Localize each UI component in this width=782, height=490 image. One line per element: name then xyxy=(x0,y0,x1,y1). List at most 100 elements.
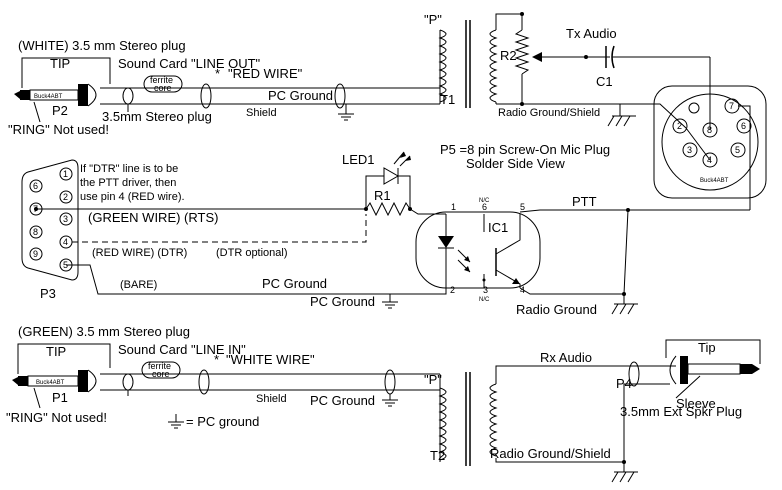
db9-pin-4: 4 xyxy=(63,237,68,247)
top-soundcard-label: Sound Card "LINE OUT" xyxy=(118,56,261,71)
bottom-plug-section: (GREEN) 3.5 mm Stereo plug TIP Sound Car… xyxy=(6,324,440,429)
dtr-note-3: use pin 4 (RED wire). xyxy=(80,191,185,203)
top-shield-ring-3 xyxy=(334,83,346,109)
ic1-collector xyxy=(495,214,521,255)
bare-ground-wire xyxy=(66,264,447,295)
radio-ground-shield-wire-bottom xyxy=(495,458,624,463)
ic1-pin-5: 5 xyxy=(520,202,525,212)
db9-shell xyxy=(21,159,79,281)
top-shield-label: Shield xyxy=(246,107,277,119)
transformer-t2: "P" T2 Rx Audio Radio Ground/Shield P4 T… xyxy=(424,339,761,483)
bottom-plug-title: (GREEN) 3.5 mm Stereo plug xyxy=(18,324,190,339)
mic-pin-1 xyxy=(688,102,700,114)
db9-pc-ground-symbol xyxy=(382,294,398,309)
bottom-stereo-plug: Buck4ABT xyxy=(12,369,97,393)
opto-section: LED1 R1 IC1 1 6 N/C 5 2 3 N/C 4 xyxy=(342,151,750,317)
bottom-plug-tip xyxy=(12,377,18,385)
led1-ray-1 xyxy=(393,151,405,165)
spkr-plug-label: 3.5mm Ext Spkr Plug xyxy=(620,404,742,419)
mic-pin-8 xyxy=(702,122,718,138)
mic-plug-housing xyxy=(653,85,767,199)
t1-primary-coil xyxy=(438,29,447,103)
top-ring-label: "RING" Not used! xyxy=(8,122,109,137)
db9-label: P3 xyxy=(40,286,56,301)
mic-title: P5 =8 pin Screw-On Mic Plug xyxy=(440,142,610,157)
led1-left-lead xyxy=(365,175,384,209)
mic-pin-2 xyxy=(672,118,688,134)
rts-label: (GREEN WIRE) (RTS) xyxy=(88,210,218,225)
top-pc-ground-symbol xyxy=(338,104,354,121)
t1-radio-ground-label: Radio Ground/Shield xyxy=(498,107,600,119)
top-shield-ring-2 xyxy=(200,83,212,109)
legend-pc-ground-symbol xyxy=(168,414,184,429)
ic1-label: IC1 xyxy=(488,220,508,235)
mic-pin-3-label: 3 xyxy=(687,145,692,155)
r1-label: R1 xyxy=(374,188,391,203)
spkr-tip-bracket xyxy=(665,339,761,364)
top-stereo-plug: Buck4ABT xyxy=(14,83,97,107)
mid-radio-ground-symbol xyxy=(611,294,638,315)
mic-pin-4 xyxy=(702,152,718,168)
tx-audio-label: Tx Audio xyxy=(566,26,617,41)
db9-pin-1: 1 xyxy=(63,169,68,179)
top-plug-cap xyxy=(87,83,97,107)
bottom-ring-label: "RING" Not used! xyxy=(6,410,107,425)
bottom-pc-ground-label: PC Ground xyxy=(310,393,375,408)
opto-radio-ground-label: Radio Ground xyxy=(516,302,597,317)
ext-speaker-plug: Tip Sleeve 3.5mm Ext Spkr Plug xyxy=(620,339,761,419)
mic-plug-face xyxy=(661,93,759,191)
ptt-label: PTT xyxy=(572,194,597,209)
bottom-plug-cap xyxy=(87,369,97,393)
mic-pin-3 xyxy=(682,142,698,158)
bottom-radio-ground-symbol xyxy=(611,462,638,483)
r2-label: R2 xyxy=(500,48,517,63)
top-ferrite-label-a: ferrite xyxy=(150,75,173,85)
top-plug-section: (WHITE) 3.5 mm Stereo plug TIP Sound Car… xyxy=(8,38,440,137)
t2-radio-ground-label: Radio Ground/Shield xyxy=(490,446,611,461)
bottom-plug-collar xyxy=(78,370,88,392)
radio-ground-riser xyxy=(623,209,629,295)
mic-wire-2-4 xyxy=(685,127,711,161)
ic1-pin-3: 3 xyxy=(483,285,488,295)
db9-left-pins: 6 7 8 9 xyxy=(29,179,43,261)
t1-secondary-coil xyxy=(489,29,498,103)
mic-brand: Buck4ABT xyxy=(700,178,729,184)
db9-pin-9: 9 xyxy=(33,249,38,259)
bottom-tip-bracket xyxy=(17,343,111,374)
dtr-label: (RED WIRE) (DTR) xyxy=(92,247,187,259)
spkr-sleeve-label: Sleeve xyxy=(676,396,716,411)
spkr-plug-tip xyxy=(752,364,760,374)
bottom-ring-pointer xyxy=(33,387,41,409)
t2-secondary-coil xyxy=(489,383,498,457)
top-plug-collar xyxy=(78,84,88,106)
top-plug-label: P2 xyxy=(52,103,68,118)
rx-audio-wire xyxy=(495,365,676,384)
bottom-ferrite-label-a: ferrite xyxy=(148,361,171,371)
db9-pc-ground-label: PC Ground xyxy=(262,276,327,291)
led1-right-lead xyxy=(398,175,411,209)
db9-right-pins: 1 2 3 4 5 xyxy=(59,167,73,272)
mic-pin-5-label: 5 xyxy=(735,145,740,155)
t1-label: T1 xyxy=(440,92,455,107)
bottom-shield-ring-1 xyxy=(122,373,134,391)
bottom-plug-ring xyxy=(18,376,28,386)
t2-label: T2 xyxy=(430,448,445,463)
bottom-ferrite-core xyxy=(141,361,181,379)
t1-p-label: "P" xyxy=(424,12,442,27)
legend-pc-ground-label: = PC ground xyxy=(186,414,259,429)
ic1-nc-bottom: N/C xyxy=(479,297,490,303)
bottom-soundcard-label: Sound Card "LINE IN" xyxy=(118,342,246,357)
bottom-asterisk: * xyxy=(214,352,219,367)
top-radio-ground-symbol xyxy=(607,104,636,127)
mic-pin-8-label: 8 xyxy=(707,125,712,135)
ic1-led xyxy=(438,236,454,248)
bottom-shield-label: Shield xyxy=(256,393,287,405)
db9-pc-ground-label-2: PC Ground xyxy=(310,294,375,309)
bottom-plug-label: P1 xyxy=(52,390,68,405)
mic-pin-6 xyxy=(736,118,752,134)
db9-pin-8: 8 xyxy=(33,227,38,237)
dtr-note-2: the PTT driver, then xyxy=(80,177,176,189)
r2-top-lead xyxy=(495,13,523,30)
db9-pin-3: 3 xyxy=(63,214,68,224)
